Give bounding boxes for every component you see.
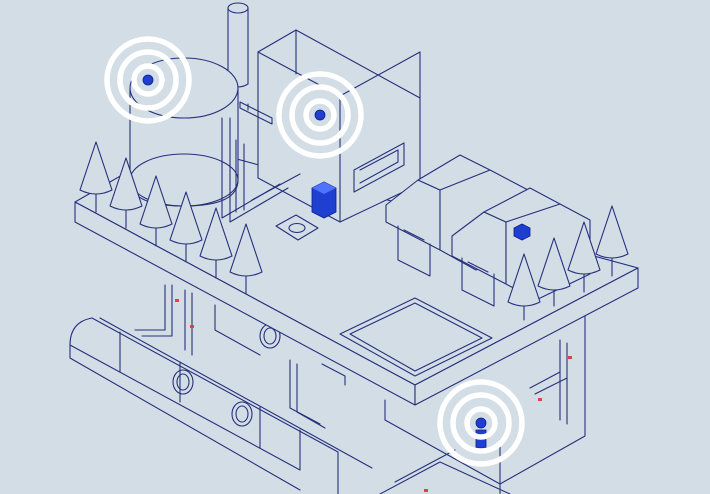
sensor-device-icon bbox=[311, 181, 337, 219]
underground-pipes bbox=[134, 284, 568, 429]
sensor-device-icon bbox=[513, 223, 531, 241]
tree-icon bbox=[109, 157, 143, 229]
sensor-device-icon bbox=[314, 109, 326, 121]
tree-icon bbox=[537, 237, 571, 307]
tree-icon bbox=[507, 253, 541, 321]
tree-row-left bbox=[79, 141, 263, 295]
signal-rings-icon bbox=[276, 71, 364, 159]
tree-icon bbox=[595, 205, 629, 277]
tree-icon bbox=[169, 191, 203, 263]
tree-icon bbox=[139, 175, 173, 247]
signal-rings-icon bbox=[437, 379, 525, 467]
surface-pipes bbox=[221, 117, 301, 223]
pipe-rings bbox=[172, 323, 281, 427]
manhole bbox=[275, 214, 319, 241]
sensor-device-icon bbox=[142, 74, 154, 86]
lower-structure bbox=[214, 304, 586, 494]
tree-icon bbox=[229, 223, 263, 295]
pipe-markers bbox=[175, 299, 572, 492]
tree-icon bbox=[79, 141, 113, 213]
tree-row-right bbox=[507, 205, 629, 321]
underground-tunnel bbox=[69, 317, 373, 494]
platform bbox=[74, 142, 639, 406]
concrete-pad bbox=[339, 297, 493, 377]
signal-rings-icon bbox=[104, 36, 192, 124]
tree-icon bbox=[567, 221, 601, 293]
sensor-device-icon bbox=[475, 417, 487, 449]
tree-icon bbox=[199, 207, 233, 279]
storage-tank bbox=[129, 57, 239, 207]
